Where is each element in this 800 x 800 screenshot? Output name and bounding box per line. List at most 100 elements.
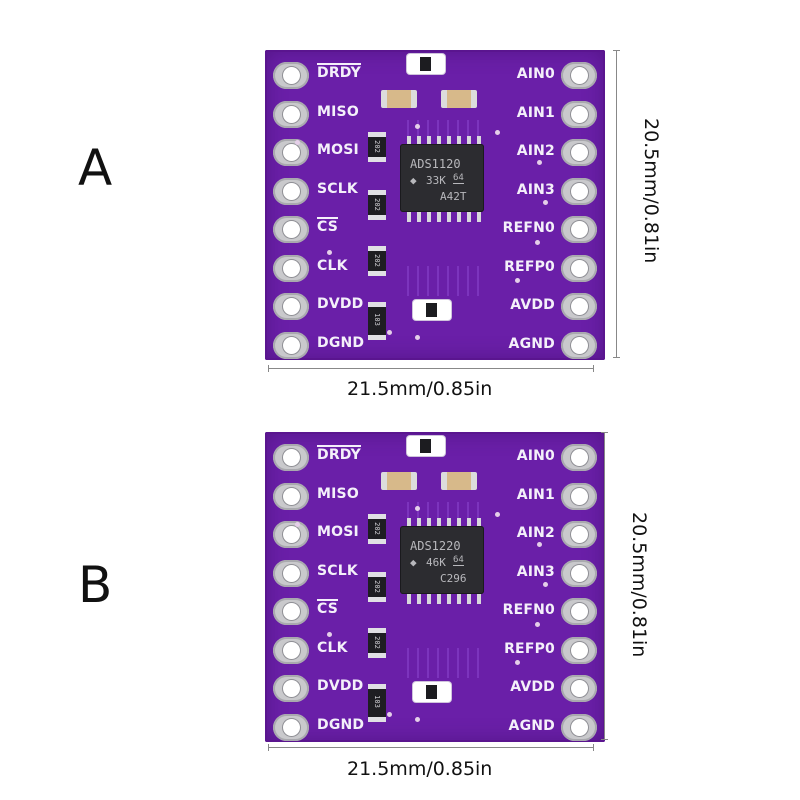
width-dimension-tick (268, 365, 269, 372)
pin-pad-right (561, 713, 597, 741)
chip-date-code: 64 (453, 555, 464, 566)
width-dimension-line (268, 747, 594, 748)
pin-pad-right (561, 139, 597, 166)
pin-label-sclk: SCLK (317, 180, 358, 197)
pin-pad-right (561, 598, 597, 625)
pin-pad-right (561, 675, 597, 702)
pin-label-refp0: REFP0 (504, 258, 555, 275)
pin-label-clk: CLK (317, 639, 348, 656)
pin-label-dvdd: DVDD (317, 296, 364, 312)
pcb-trace (417, 502, 419, 528)
resistor-code: 202 (372, 140, 381, 153)
chip-lead (477, 212, 481, 222)
pcb-via (415, 717, 420, 722)
pin-pad-left (273, 100, 309, 128)
pin-label-ain1: AIN1 (516, 104, 555, 121)
chip-lead (437, 212, 441, 222)
height-dimension-tick (613, 50, 620, 51)
chip-part-number: ADS1120 (410, 157, 461, 171)
pcb-trace (477, 502, 479, 528)
pin-pad-left (273, 293, 309, 320)
pcb-via (537, 542, 542, 547)
resistor-code: 202 (372, 522, 381, 535)
tantalum-capacitor (441, 472, 477, 490)
pcb-via (327, 250, 332, 255)
pcb-trace (457, 120, 459, 146)
width-dimension-tick (268, 744, 269, 751)
height-dimension-line (604, 432, 605, 740)
pcb-trace (457, 648, 459, 678)
smd-resistor: 202 (368, 514, 386, 544)
pcb-via (543, 582, 548, 587)
pin-pad-left (273, 713, 309, 741)
variant-letter: A (78, 139, 113, 197)
chip-batch-code: C296 (440, 572, 467, 585)
pcb-trace (437, 120, 439, 146)
pin-label-ain2: AIN2 (516, 143, 555, 159)
chip-lead (447, 518, 451, 528)
chip-lot-code: 46K (426, 556, 446, 569)
pcb-via (387, 712, 392, 717)
height-dimension-tick (613, 357, 620, 358)
height-dimension-tick (601, 739, 608, 740)
pcb-trace (427, 266, 429, 296)
smd-capacitor (407, 54, 445, 74)
smd-resistor: 202 (368, 190, 386, 220)
pcb-via (415, 506, 420, 511)
chip-lead (407, 212, 411, 222)
width-dimension-label: 21.5mm/0.85in (347, 378, 493, 400)
pin-label-cs: CS (317, 217, 339, 235)
pcb-trace (447, 266, 449, 296)
pcb-trace (417, 120, 419, 146)
pin-pad-left (273, 216, 309, 243)
pcb-trace (477, 266, 479, 296)
height-dimension-label: 20.5mm/0.81in (628, 512, 650, 658)
pin-pad-left (273, 598, 309, 625)
chip-lead (457, 136, 461, 146)
chip-lead (417, 518, 421, 528)
chip-lead (477, 518, 481, 528)
resistor-code: 103 (372, 313, 381, 326)
resistor-code: 202 (372, 636, 381, 649)
pcb-trace (457, 266, 459, 296)
pcb-via (295, 140, 300, 145)
pcb-via (515, 278, 520, 283)
height-dimension-line (616, 50, 617, 358)
pin-pad-left (273, 636, 309, 664)
tantalum-capacitor (441, 90, 477, 108)
chip-lead (467, 136, 471, 146)
pcb-trace (417, 648, 419, 678)
pin-label-dvdd: DVDD (317, 678, 364, 694)
chip-part-number: ADS1220 (410, 539, 461, 553)
pin-pad-right (561, 636, 597, 664)
chip-lead (427, 518, 431, 528)
smd-resistor: 103 (368, 684, 386, 722)
pcb-trace (477, 648, 479, 678)
pin-pad-left (273, 559, 309, 587)
pcb-via (537, 160, 542, 165)
height-dimension-tick (601, 432, 608, 433)
smd-capacitor (413, 300, 451, 320)
chip-lead (407, 518, 411, 528)
chip-lot-code: 33K (426, 174, 446, 187)
chip-lead (407, 136, 411, 146)
chip-lead (427, 212, 431, 222)
pin-pad-left (273, 521, 309, 548)
chip-lead (407, 594, 411, 604)
pcb-trace (467, 502, 469, 528)
pcb-trace (417, 266, 419, 296)
pcb-via (387, 330, 392, 335)
pin-label-refn0: REFN0 (502, 220, 555, 236)
pcb-trace (407, 648, 409, 678)
pin-label-dgnd: DGND (317, 334, 365, 351)
ti-logo-icon: ◆ (410, 556, 417, 569)
chip-lead (447, 136, 451, 146)
smd-resistor: 202 (368, 628, 386, 658)
pcb-trace (437, 266, 439, 296)
pcb-trace (427, 648, 429, 678)
chip-lead (457, 518, 461, 528)
pin-pad-right (561, 216, 597, 243)
pin-label-avdd: AVDD (510, 679, 555, 695)
